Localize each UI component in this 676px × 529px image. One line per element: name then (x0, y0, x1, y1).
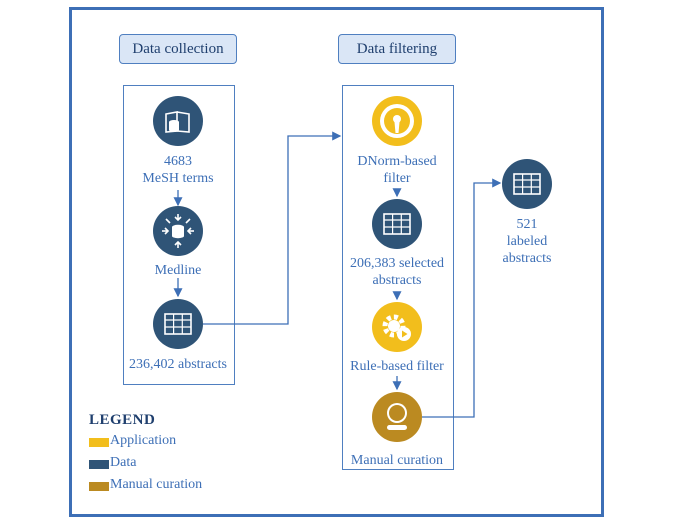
labeled-abstracts-label: 521 labeled abstracts (502, 217, 552, 266)
data-collection-column (123, 85, 235, 385)
medline-label: Medline (154, 263, 202, 278)
gear-play-icon (372, 302, 422, 352)
data-filtering-header: Data filtering (338, 34, 456, 64)
legend-swatch (89, 482, 109, 491)
book-database-icon (153, 96, 203, 146)
legend-label: Data (110, 455, 137, 470)
diagram-frame (69, 7, 604, 517)
mesh-terms-label: 4683 MeSH terms (142, 154, 214, 186)
dnorm-filter-label: DNorm-based filter (357, 154, 437, 186)
labeled-table-icon (502, 159, 552, 209)
manual-curation-label: Manual curation (350, 453, 444, 468)
legend-label: Application (110, 433, 177, 448)
person-icon (372, 392, 422, 442)
legend-swatch (89, 438, 109, 447)
legend-swatch (89, 460, 109, 469)
database-collect-icon (153, 206, 203, 256)
data-collection-header: Data collection (119, 34, 237, 64)
selected-abstracts-label: 206,383 selected abstracts (349, 256, 445, 288)
selected-table-icon (372, 199, 422, 249)
abstracts-count-label: 236,402 abstracts (129, 357, 227, 372)
legend-title: LEGEND (89, 412, 156, 428)
rule-filter-label: Rule-based filter (350, 359, 444, 374)
legend-label: Manual curation (110, 477, 203, 492)
filter-ring-icon (372, 96, 422, 146)
data-filtering-column (342, 85, 454, 470)
abstracts-table-icon (153, 299, 203, 349)
